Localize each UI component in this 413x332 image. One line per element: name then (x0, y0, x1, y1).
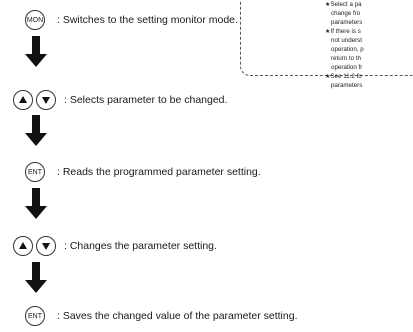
note-line: return to th (331, 55, 361, 62)
notes-box (240, 0, 413, 76)
select-parameter-text: : Selects parameter to be changed. (64, 94, 228, 106)
ent-key-icon: ENT (25, 306, 45, 326)
note-line: operation, p (331, 46, 364, 53)
note-line: parameters (331, 82, 363, 89)
note-line: operation fr (331, 64, 363, 71)
down-arrow-icon (25, 115, 47, 146)
down-arrow-icon (25, 262, 47, 293)
change-setting-text: : Changes the parameter setting. (64, 240, 217, 252)
save-setting-text: : Saves the changed value of the paramet… (57, 310, 298, 322)
up-key-icon (13, 90, 33, 110)
down-arrow-icon (25, 36, 47, 67)
note-line: ★See 11.2 fo (325, 73, 362, 80)
down-key-icon (36, 90, 56, 110)
monitor-mode-text: : Switches to the setting monitor mode. (57, 14, 238, 26)
note-line: change fro (331, 10, 361, 17)
up-key-icon (13, 236, 33, 256)
down-arrow-icon (25, 188, 47, 219)
mon-key-icon: MON (25, 10, 45, 30)
note-line: not underst (331, 37, 362, 44)
down-key-icon (36, 236, 56, 256)
note-line: parameters (331, 19, 363, 26)
read-setting-text: : Reads the programmed parameter setting… (57, 166, 261, 178)
note-line: ★If there is s (325, 28, 361, 35)
note-line: ★Select a pa (325, 1, 362, 8)
ent-key-icon: ENT (25, 162, 45, 182)
